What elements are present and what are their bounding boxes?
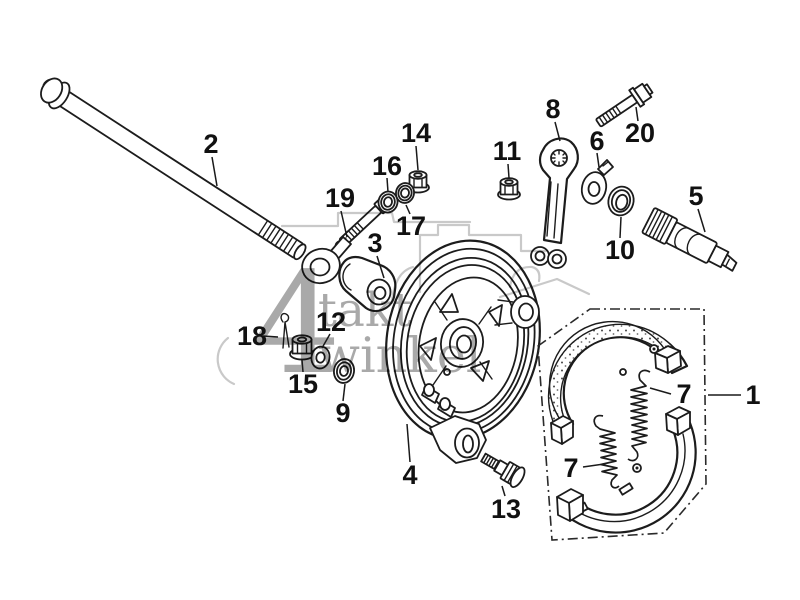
part-washer-9 <box>333 358 355 384</box>
part-number-label: 2 <box>203 129 218 159</box>
part-number-label: 19 <box>325 183 355 213</box>
part-brake-arm <box>530 137 579 269</box>
shoe-spring-right <box>627 369 651 462</box>
leader-line <box>582 463 605 468</box>
part-number-label: 16 <box>372 151 402 181</box>
watermark-word-top: takt <box>318 283 412 338</box>
part-axle <box>40 77 307 261</box>
part-number-label: 14 <box>401 118 431 148</box>
part-number-label: 15 <box>288 369 318 399</box>
part-number-label: 3 <box>367 228 382 258</box>
leader-line <box>649 387 672 395</box>
part-brake-cam <box>641 207 738 272</box>
part-axle-nut <box>289 334 315 361</box>
leader-line <box>386 177 389 193</box>
leader-line <box>697 208 706 233</box>
leader-line <box>415 145 419 171</box>
part-number-label: 11 <box>493 136 522 166</box>
part-dust-seal <box>607 185 635 217</box>
parts-artwork <box>40 77 738 541</box>
leader-line <box>619 216 622 239</box>
shoe-set-group-box <box>537 308 707 541</box>
part-number-label: 20 <box>625 118 655 148</box>
shoe-end-blocks <box>550 345 691 522</box>
leader-line <box>340 210 348 238</box>
part-indicator-plate <box>580 159 614 205</box>
part-number-label: 8 <box>545 94 560 124</box>
leader-line <box>405 204 411 215</box>
part-stopper-arm <box>301 198 389 285</box>
part-number-label: 7 <box>676 379 691 409</box>
watermark-numeral: 4 <box>252 243 341 406</box>
part-number-label: 1 <box>745 380 760 410</box>
leader-line <box>342 383 346 402</box>
part-arm-bolt <box>595 82 654 128</box>
watermark: 4 takt winkel <box>216 211 591 406</box>
leader-line <box>507 163 510 179</box>
watermark-word-bottom: winkel <box>318 327 482 384</box>
part-number-label: 4 <box>402 460 417 490</box>
part-washer-17 <box>395 182 415 204</box>
leader-line <box>554 121 561 142</box>
leader-line <box>376 255 385 279</box>
part-number-label: 5 <box>688 181 703 211</box>
part-brake-panel <box>385 239 541 464</box>
leader-line <box>501 485 506 497</box>
part-washer-12 <box>310 345 331 370</box>
part-number-label: 6 <box>589 126 604 156</box>
part-number-label: 9 <box>335 398 350 428</box>
shoe-spring-left <box>593 414 620 489</box>
leader-line <box>211 156 218 187</box>
part-number-label: 13 <box>491 494 521 524</box>
part-washer-16 <box>377 190 399 214</box>
leader-line <box>406 423 411 463</box>
part-brake-shoe-set <box>547 320 697 534</box>
part-number-label: 7 <box>563 453 578 483</box>
leader-line <box>301 359 304 373</box>
part-cotter-pin <box>280 312 290 349</box>
leader-line <box>321 333 331 349</box>
part-panel-bolt <box>480 452 526 488</box>
watermark-ghost-art <box>216 211 591 386</box>
leader-line <box>596 152 600 168</box>
part-number-label: 10 <box>605 235 635 265</box>
part-number-label: 18 <box>237 321 267 351</box>
part-number-label: 17 <box>396 211 426 241</box>
part-number-label: 12 <box>316 307 346 337</box>
part-flange-nut-11 <box>497 177 521 201</box>
leader-line <box>262 335 279 338</box>
leader-line <box>635 106 639 122</box>
